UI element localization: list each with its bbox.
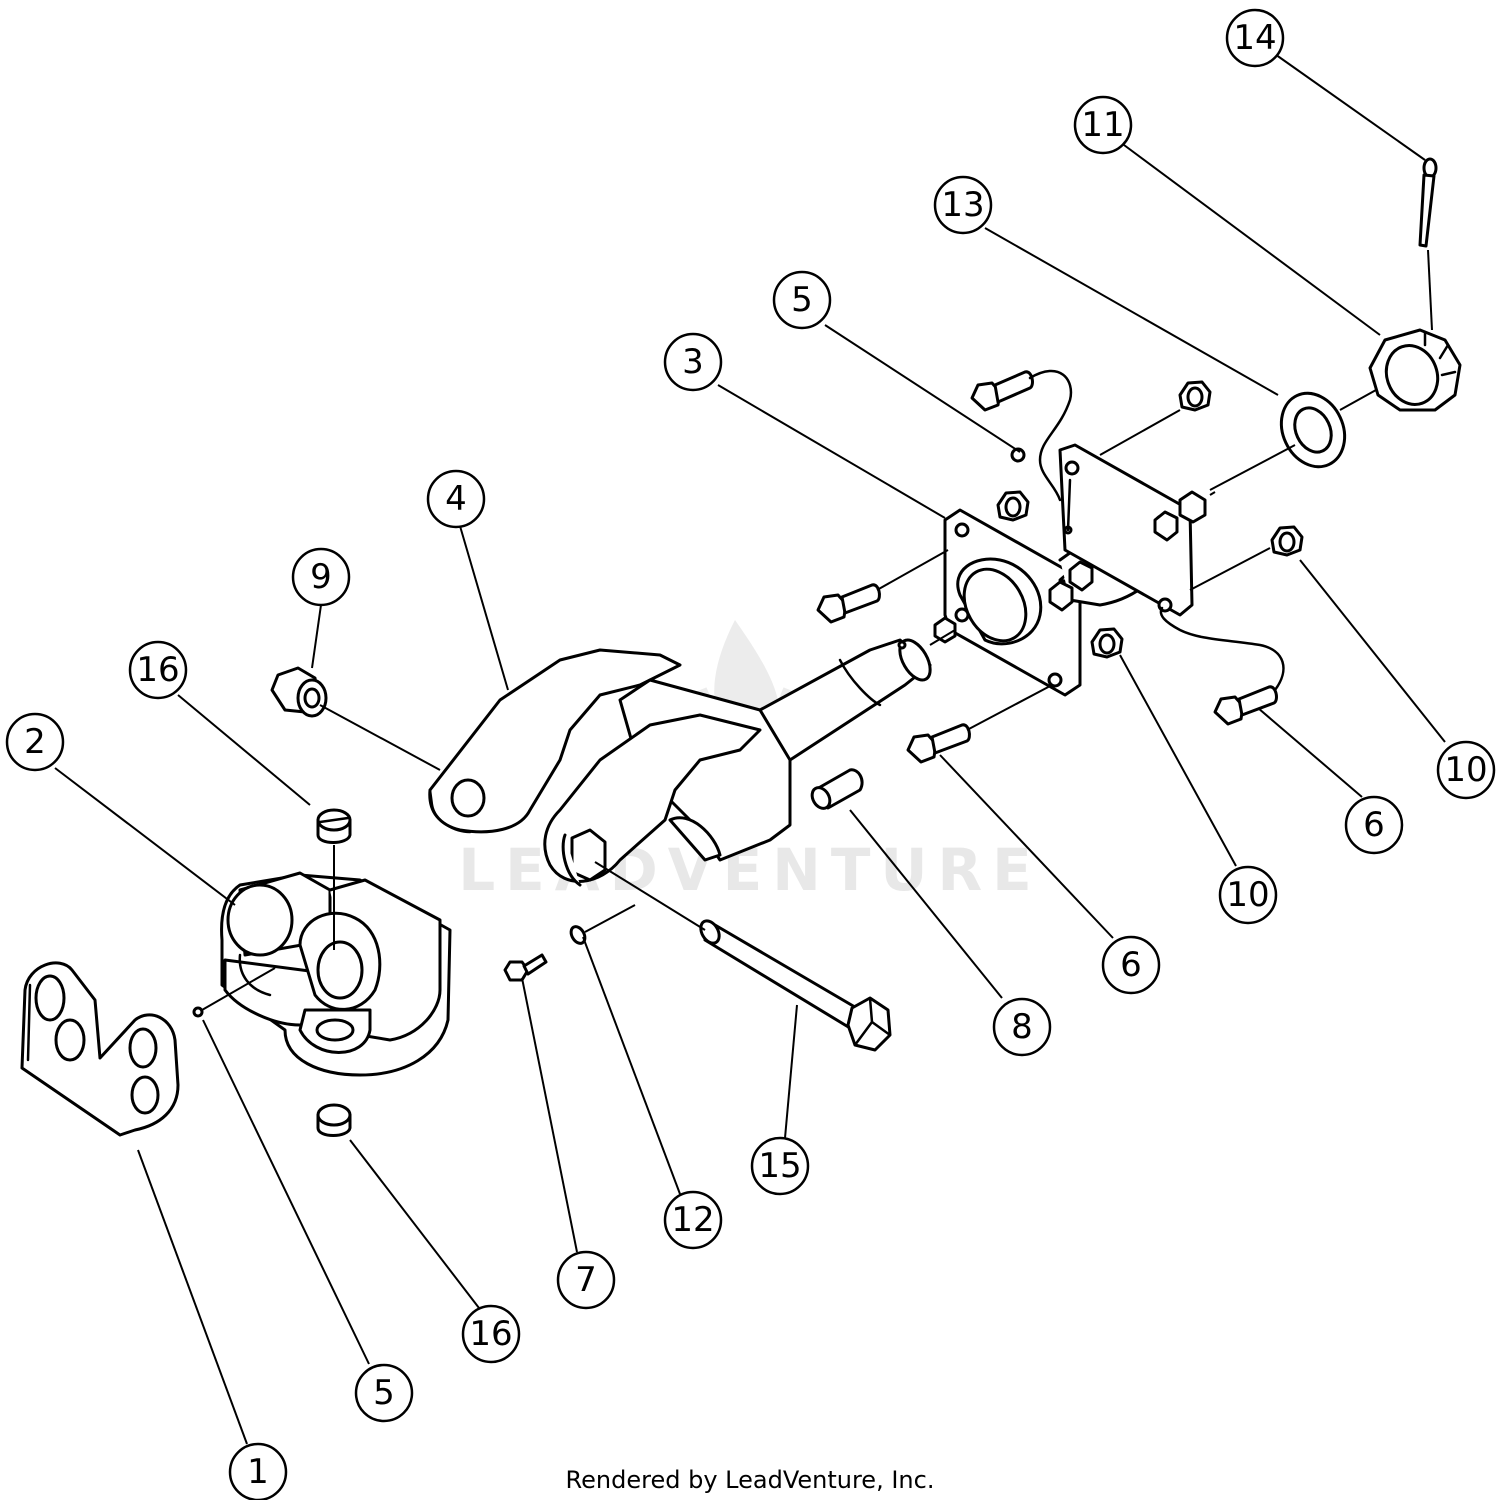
callout-13[interactable]: 13 xyxy=(933,175,993,235)
castle-nut xyxy=(1368,328,1462,412)
flange-nut-lower xyxy=(1090,627,1124,659)
svg-text:4: 4 xyxy=(445,479,467,519)
callout-7[interactable]: 7 xyxy=(556,1250,616,1310)
flange-nut-right xyxy=(1189,525,1304,591)
svg-text:14: 14 xyxy=(1233,18,1276,58)
svg-text:1: 1 xyxy=(247,1452,269,1492)
callout-leaders xyxy=(54,51,1446,1445)
hitch-swivel xyxy=(220,871,452,1077)
svg-text:7: 7 xyxy=(575,1260,597,1300)
footer-credit: Rendered by LeadVenture, Inc. xyxy=(566,1466,935,1494)
callout-8[interactable]: 8 xyxy=(992,997,1052,1057)
grease-fitting-upper xyxy=(1010,447,1026,463)
hex-bolt-upper xyxy=(970,369,1073,502)
washer-large xyxy=(1209,384,1386,491)
pivot-bolt xyxy=(594,861,892,1052)
cotter-pin xyxy=(1418,157,1438,331)
yoke-arm xyxy=(428,648,792,887)
callout-14[interactable]: 14 xyxy=(1225,8,1285,68)
svg-text:10: 10 xyxy=(1226,875,1269,915)
callout-1[interactable]: 1 xyxy=(228,1442,288,1500)
svg-text:10: 10 xyxy=(1444,750,1487,790)
svg-text:6: 6 xyxy=(1120,945,1142,985)
callout-9[interactable]: 9 xyxy=(291,547,351,607)
svg-text:5: 5 xyxy=(373,1373,395,1413)
callout-3[interactable]: 3 xyxy=(663,332,723,392)
svg-text:8: 8 xyxy=(1011,1007,1033,1047)
hex-bolt-left xyxy=(816,549,949,624)
callout-16-lower[interactable]: 16 xyxy=(461,1304,521,1364)
flange-bearing-housing xyxy=(933,443,1207,697)
svg-text:9: 9 xyxy=(310,557,332,597)
bushing-upper xyxy=(316,808,352,844)
small-bolt xyxy=(503,953,548,982)
flange-nut xyxy=(270,666,328,718)
hex-bolt-right xyxy=(1159,606,1285,726)
callout-12[interactable]: 12 xyxy=(663,1190,723,1250)
hex-bolt-lower xyxy=(906,684,1053,764)
svg-text:16: 16 xyxy=(136,650,179,690)
retainer-plate xyxy=(20,961,180,1137)
svg-text:2: 2 xyxy=(24,722,46,762)
svg-text:5: 5 xyxy=(791,280,813,320)
callout-2[interactable]: 2 xyxy=(5,712,65,772)
svg-text:15: 15 xyxy=(758,1146,801,1186)
flange-nut-top xyxy=(1099,380,1212,456)
callout-16-upper[interactable]: 16 xyxy=(128,640,188,700)
callout-5-upper[interactable]: 5 xyxy=(772,270,832,330)
callout-6-right[interactable]: 6 xyxy=(1344,795,1404,855)
callout-15[interactable]: 15 xyxy=(750,1136,810,1196)
bushing-lower xyxy=(316,1103,352,1137)
svg-text:13: 13 xyxy=(941,185,984,225)
callout-10-lower[interactable]: 10 xyxy=(1218,865,1278,925)
callout-4[interactable]: 4 xyxy=(426,469,486,529)
grease-fitting-lower xyxy=(192,967,276,1018)
svg-text:11: 11 xyxy=(1081,105,1124,145)
callout-6-lower[interactable]: 6 xyxy=(1101,935,1161,995)
svg-text:6: 6 xyxy=(1363,805,1385,845)
svg-text:16: 16 xyxy=(469,1314,512,1354)
svg-text:12: 12 xyxy=(671,1200,714,1240)
svg-text:3: 3 xyxy=(682,342,704,382)
lock-washer xyxy=(569,904,636,945)
shaft xyxy=(758,638,932,762)
flange-nut-left xyxy=(996,490,1030,522)
callout-10-right[interactable]: 10 xyxy=(1436,740,1496,800)
spacer-tube xyxy=(810,768,864,810)
callout-5-lower[interactable]: 5 xyxy=(354,1363,414,1423)
callouts: 14 11 13 5 3 4 9 16 2 10 6 10 6 8 15 12 … xyxy=(5,8,1496,1500)
callout-11[interactable]: 11 xyxy=(1073,95,1133,155)
